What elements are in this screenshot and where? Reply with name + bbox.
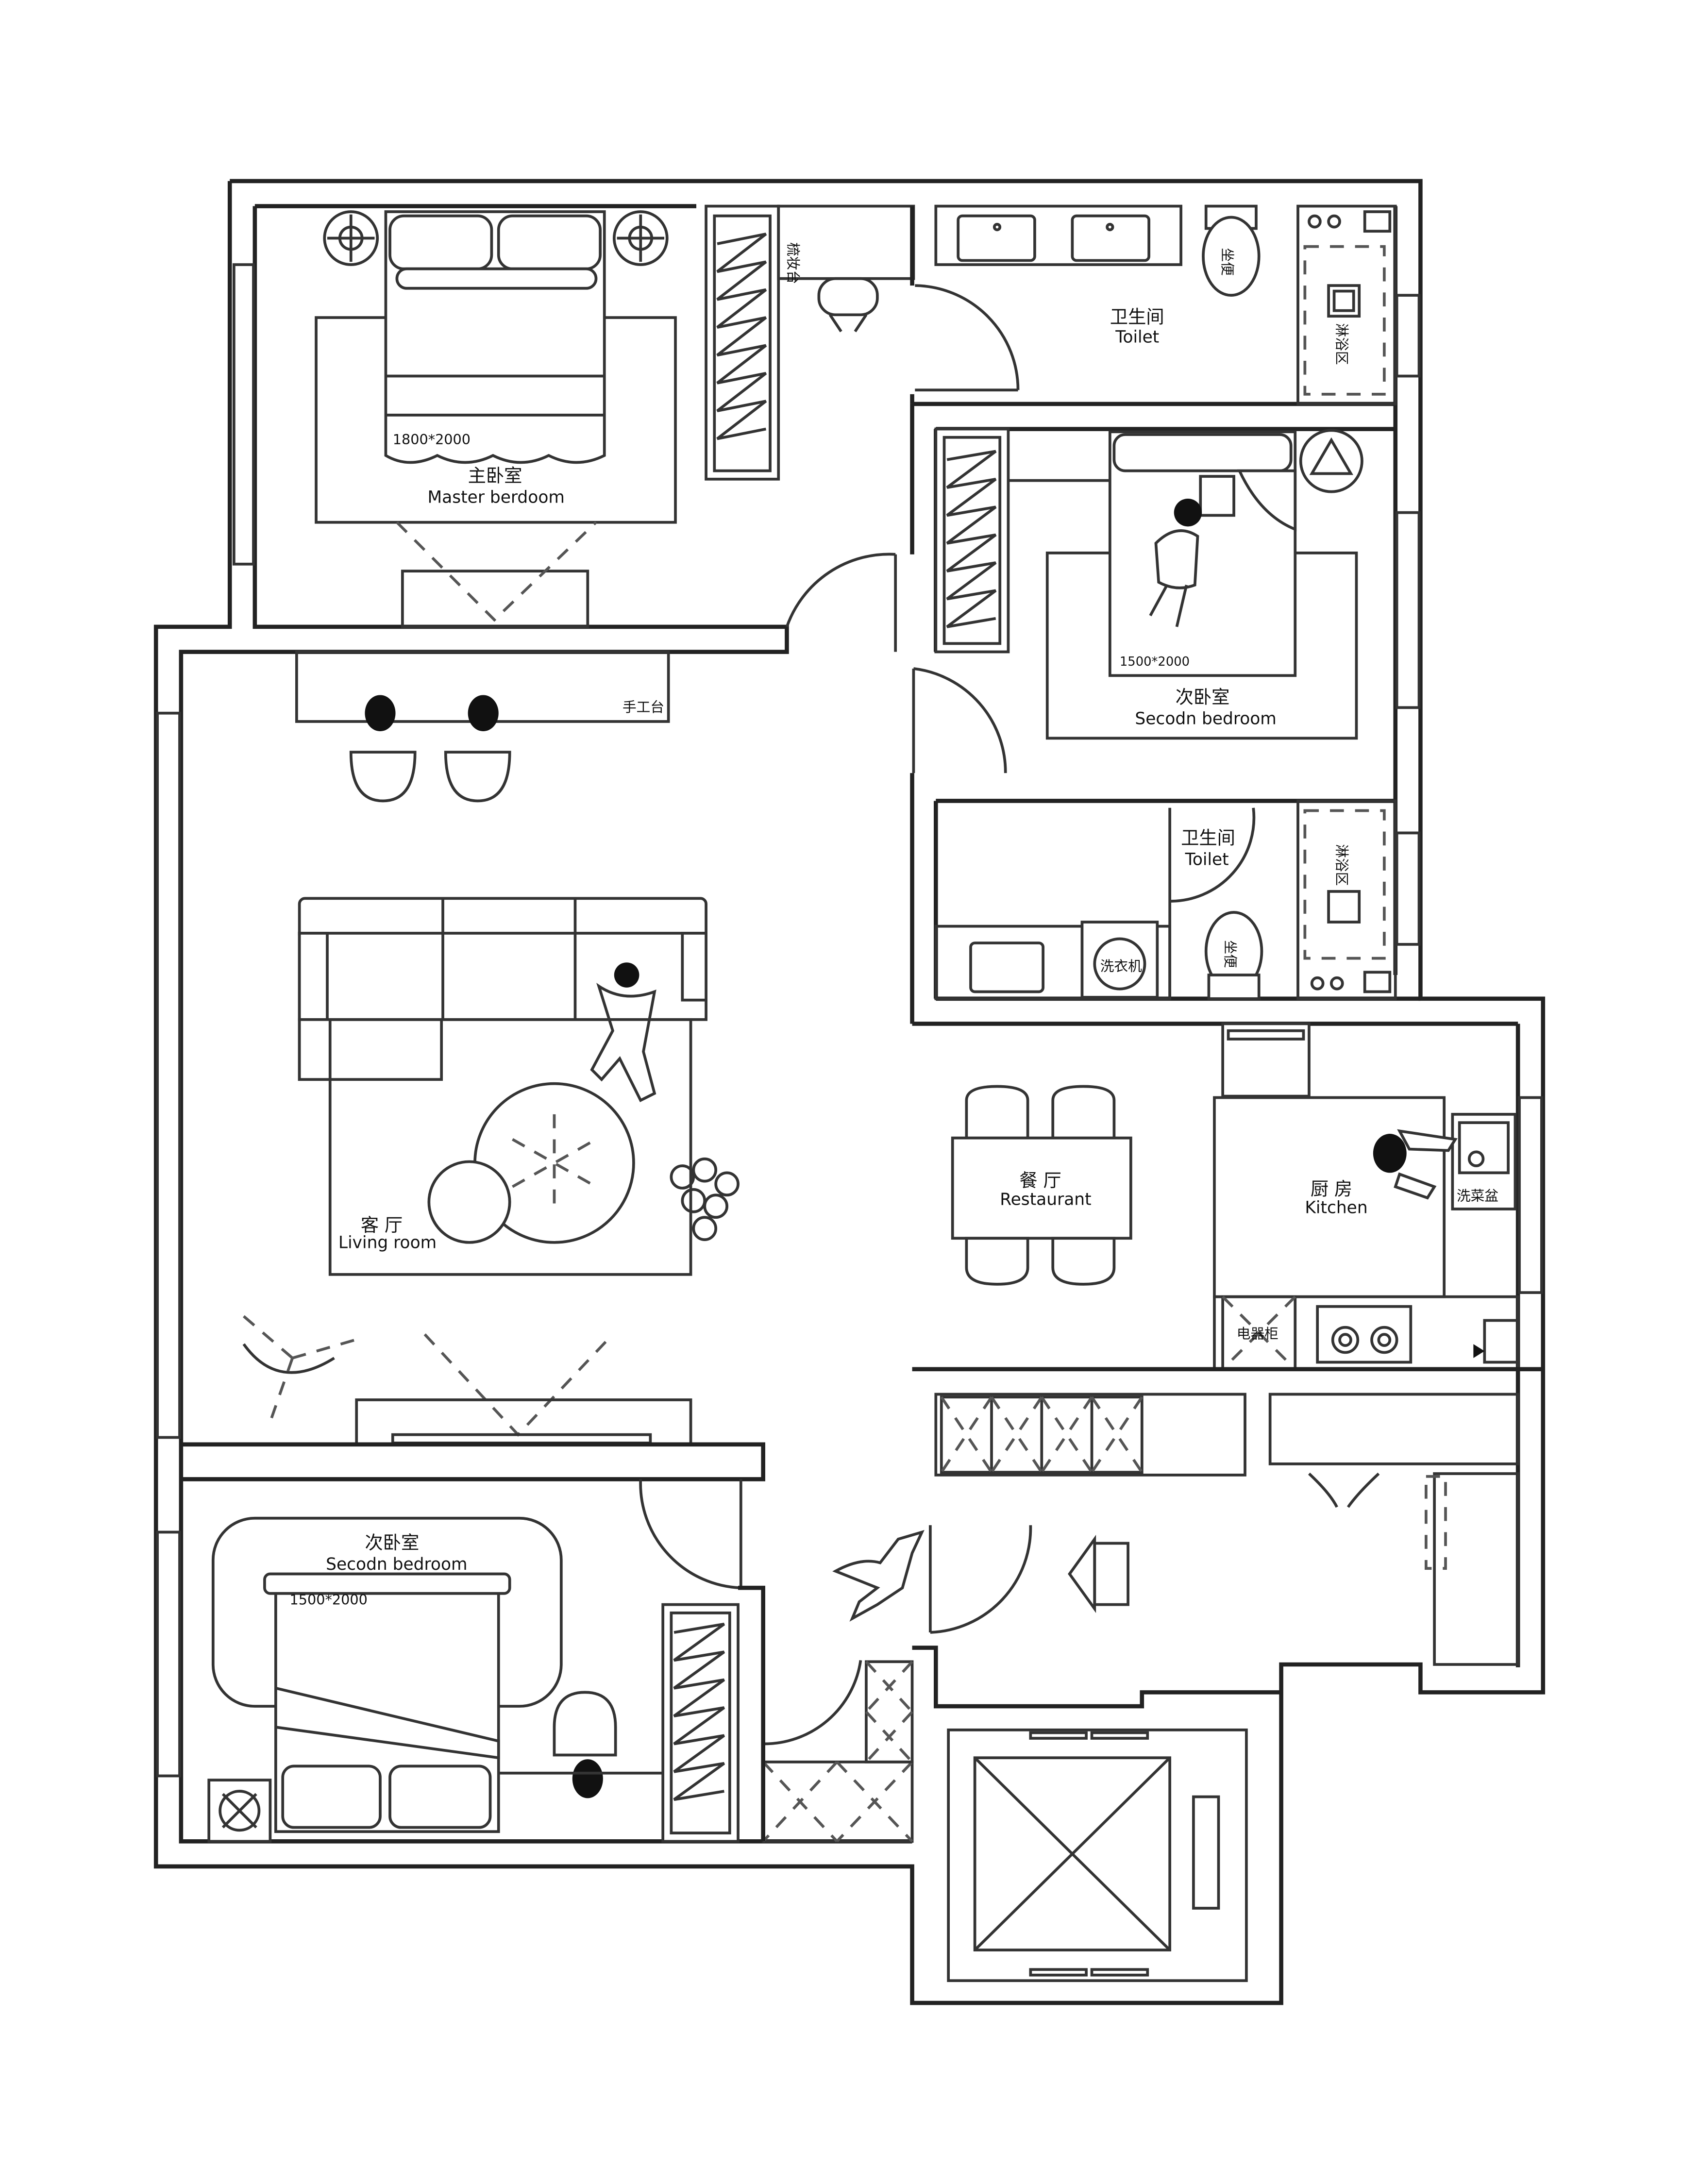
craft-desk-label: 手工台 <box>622 699 664 715</box>
second-bed-left-size: 1500*2000 <box>290 1592 368 1608</box>
toilet-mid-label-en: Toilet <box>1185 850 1229 869</box>
nightstand-left <box>323 210 379 266</box>
kitchen-label-en: Kitchen <box>1305 1198 1367 1218</box>
dresser-chair <box>817 277 879 333</box>
desk-chair-left <box>553 1691 617 1798</box>
toilet-top-label-zh: 卫生间 <box>1110 306 1164 328</box>
second-bed-right-size: 1500*2000 <box>1120 655 1190 669</box>
toilet-top-label-en: Toilet <box>1115 328 1159 347</box>
second-bedroom-left: 1500*2000 次卧室 Secodn bedroom <box>207 1516 765 1843</box>
bed-left <box>263 1572 511 1833</box>
second-bedroom-left-en: Secodn bedroom <box>326 1555 467 1574</box>
dining-chairs <box>965 1085 1116 1286</box>
coffee-table <box>427 1082 635 1244</box>
sink <box>1451 1113 1517 1210</box>
second-bedroom-right: 1500*2000 次卧室 Secodn bedroom <box>910 403 1396 773</box>
toilet-top-wc-label: 坐便 <box>1219 248 1236 276</box>
washer-label: 洗衣机 <box>1100 958 1142 974</box>
shower-top-label: 淋浴区 <box>1333 323 1350 365</box>
master-bedroom: 1800*2000 主卧室 Master berdoom 梳妆台 <box>254 204 915 652</box>
wardrobe-right <box>934 427 1010 654</box>
toilet-mid-wc-label: 坐便 <box>1222 940 1239 968</box>
second-bedroom-right-en: Secodn bedroom <box>1135 709 1276 729</box>
dresser-label: 梳妆台 <box>785 242 801 284</box>
master-bedroom-label-zh: 主卧室 <box>468 465 522 487</box>
sink-label: 洗菜盆 <box>1457 1188 1498 1204</box>
double-bed <box>384 210 606 464</box>
second-bedroom-left-zh: 次卧室 <box>365 1532 419 1553</box>
living-room-label-zh: 客 厅 <box>361 1214 403 1236</box>
second-bedroom-right-zh: 次卧室 <box>1176 687 1230 708</box>
entry-arrow <box>1068 1534 1129 1613</box>
nightstand-left-bedroom <box>207 1779 272 1843</box>
wardrobe-left <box>661 1603 740 1843</box>
entrance <box>639 1367 1543 1843</box>
shoe-cabinet <box>940 1395 1144 1474</box>
round-table-right <box>1299 429 1363 493</box>
person-entrance <box>832 1529 925 1622</box>
person-sofa <box>590 962 656 1103</box>
sofa <box>298 897 707 1081</box>
stove <box>1316 1305 1413 1364</box>
toilet-mid: 洗衣机 卫生间 Toilet 坐便 淋浴区 <box>910 773 1518 1026</box>
toilet-mid-label-zh: 卫生间 <box>1181 827 1235 848</box>
single-bed <box>1108 430 1297 677</box>
elevator-core <box>947 1728 1248 1982</box>
living-room: 手工台 <box>181 650 765 1481</box>
toilet-top-wc <box>1202 204 1261 297</box>
wardrobe <box>705 204 780 481</box>
restaurant-label-zh: 餐 厅 <box>1019 1170 1061 1191</box>
appliance-cabinet-label: 电器柜 <box>1237 1326 1278 1342</box>
umbrella-chair <box>242 1315 356 1419</box>
shower-mid <box>1296 799 1397 1000</box>
toilet-mid-wc <box>1204 911 1263 1000</box>
nightstand-right <box>612 210 669 266</box>
chair-craft-1 <box>349 695 417 803</box>
chair-craft-2 <box>444 695 511 803</box>
shower-mid-label: 淋浴区 <box>1333 844 1350 886</box>
person-kitchen <box>1373 1129 1458 1200</box>
restaurant-label-en: Restaurant <box>1000 1190 1091 1209</box>
person-laptop <box>1149 475 1235 627</box>
kitchen-label-zh: 厨 房 <box>1311 1178 1352 1199</box>
shower-top <box>1296 204 1397 405</box>
toilet-top: 坐便 卫生间 Toilet 淋浴区 <box>910 204 1397 406</box>
living-room-label-en: Living room <box>338 1233 437 1252</box>
master-bedroom-label-en: Master berdoom <box>427 488 564 507</box>
kitchen: 洗菜盆 厨 房 Kitchen 电器柜 <box>1213 1022 1520 1371</box>
side-ornament <box>670 1157 740 1241</box>
washing-machine <box>1080 921 1159 999</box>
restaurant: 餐 厅 Restaurant <box>951 1085 1132 1286</box>
master-bed-size: 1800*2000 <box>393 431 471 448</box>
